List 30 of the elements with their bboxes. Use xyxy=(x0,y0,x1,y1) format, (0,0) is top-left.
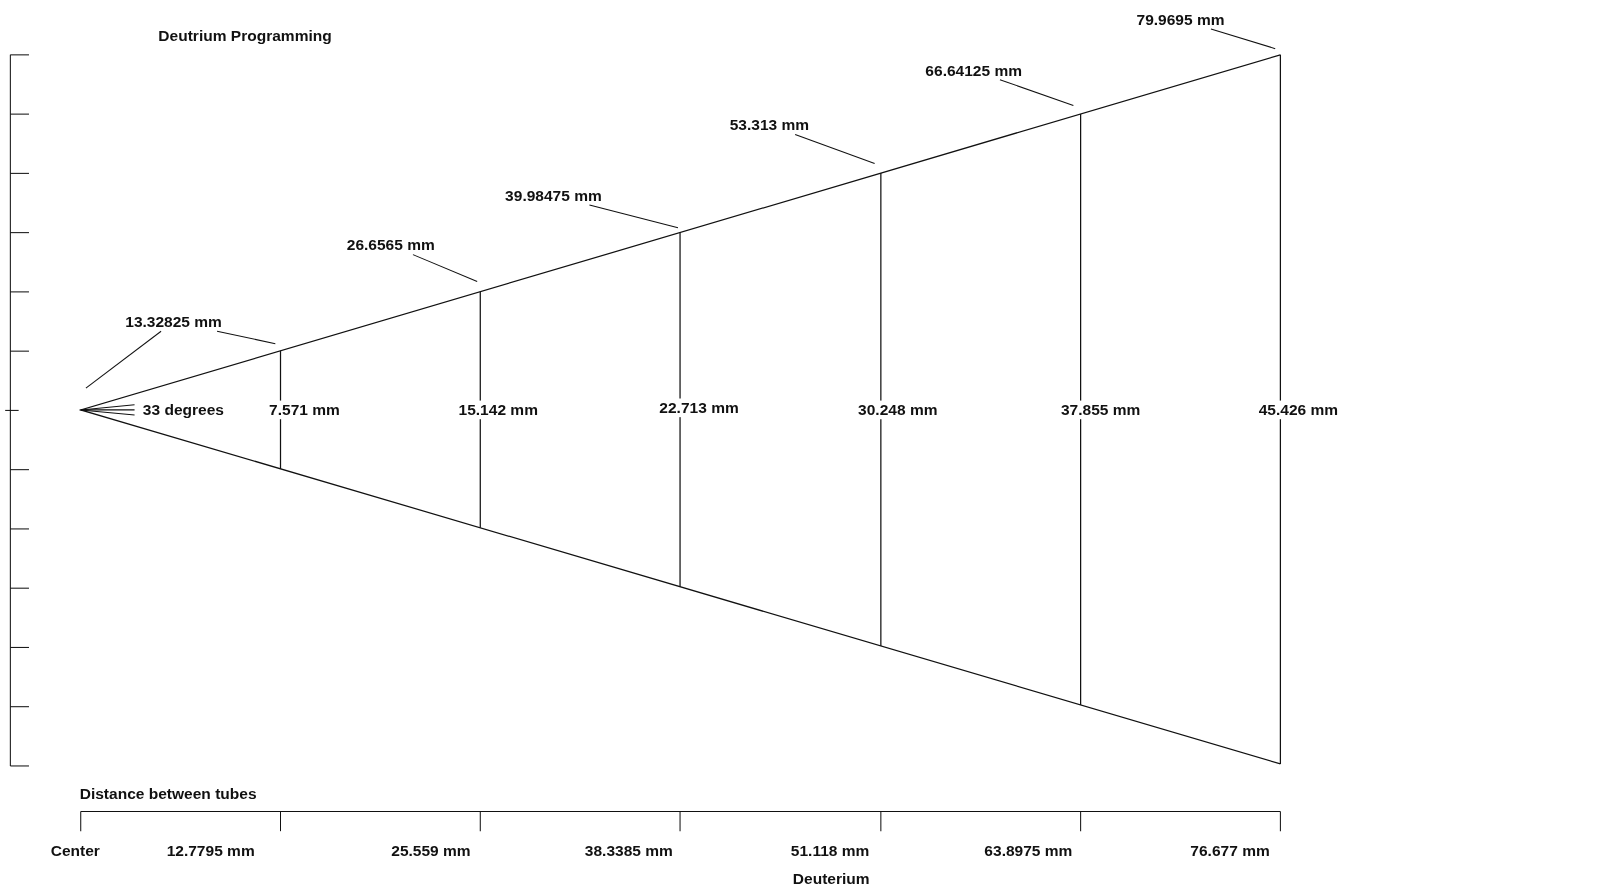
leader-line xyxy=(794,134,876,165)
dimension-label: 53.313 mm xyxy=(729,115,810,135)
dimension-label: 51.118 mm xyxy=(790,841,870,861)
dimension-label: 39.98475 mm xyxy=(505,186,602,205)
leader-line xyxy=(216,330,276,345)
leader-line xyxy=(85,330,162,389)
dimension-label: 38.3385 mm xyxy=(584,841,673,861)
dimension-label: 12.7795 mm xyxy=(166,841,255,861)
dimension-label: 37.855 mm xyxy=(1058,400,1143,420)
dimension-label: 79.9695 mm xyxy=(1136,10,1225,29)
dimension-label: Center xyxy=(50,841,100,861)
dimension-label: Deuterium xyxy=(792,869,870,889)
dimension-label: 76.677 mm xyxy=(1190,841,1270,861)
dimension-label: 45.426 mm xyxy=(1256,400,1341,420)
dimension-label: 30.248 mm xyxy=(856,400,940,420)
dimension-label: 63.8975 mm xyxy=(984,841,1073,861)
title: Deutrium Programming xyxy=(158,26,332,46)
dimension-label: 15.142 mm xyxy=(456,400,541,420)
leader-line xyxy=(999,79,1074,107)
leader-line xyxy=(588,204,679,229)
dimension-label: 66.64125 mm xyxy=(925,61,1023,80)
dimension-label: Distance between tubes xyxy=(79,784,257,804)
leader-line xyxy=(412,254,478,283)
dimension-label: 7.571 mm xyxy=(267,400,342,420)
dimension-label: 33 degrees xyxy=(142,400,224,420)
dimension-label: 22.713 mm xyxy=(657,398,741,418)
leader-line xyxy=(1210,28,1276,50)
dimension-label: 25.559 mm xyxy=(391,841,471,861)
dimension-label: 26.6565 mm xyxy=(346,236,435,255)
dimension-label: 13.32825 mm xyxy=(125,312,222,332)
